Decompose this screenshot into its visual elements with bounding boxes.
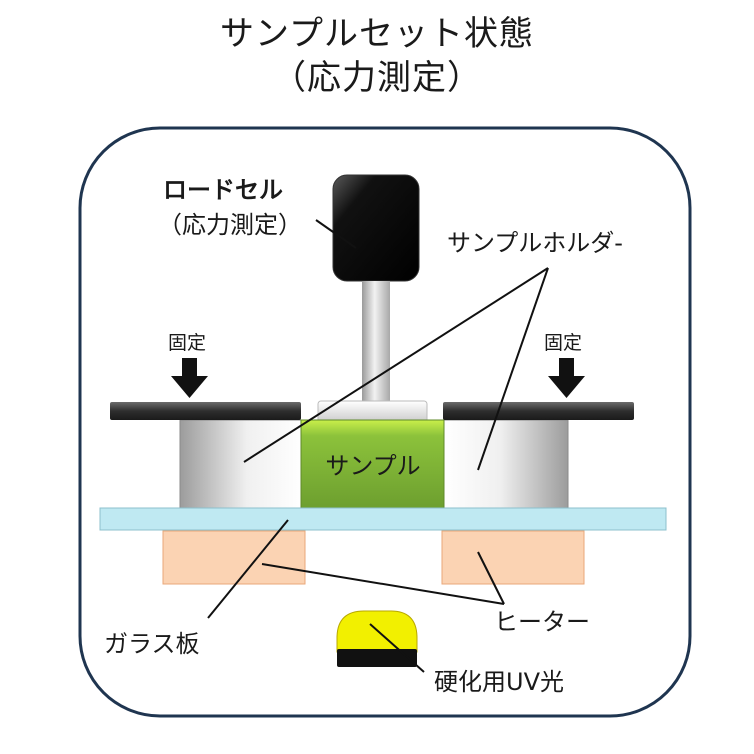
- title-line-1: サンプルセット状態: [220, 14, 534, 54]
- clamp-plate-right: [443, 402, 634, 420]
- sample-holder-right: [443, 419, 569, 509]
- fixed-label-right: 固定: [544, 332, 583, 354]
- heater-label: ヒーター: [494, 608, 590, 636]
- fixed-arrow-right: [548, 358, 585, 398]
- fixed-label-left: 固定: [168, 332, 207, 354]
- heater-right: [441, 530, 585, 585]
- heater-left: [162, 530, 306, 585]
- glass-plate-label: ガラス板: [104, 630, 200, 658]
- load-cell: [332, 174, 420, 282]
- sample-block: [300, 419, 445, 509]
- clamp-plate-left: [110, 402, 301, 420]
- uv-lamp: [336, 610, 418, 667]
- load-cell-label: ロードセル: [163, 176, 283, 204]
- glass-plate: [99, 507, 667, 531]
- fixed-arrow-left: [171, 358, 208, 398]
- load-cell-sublabel: （応力測定）: [158, 211, 302, 239]
- sample-holder-left: [179, 419, 303, 509]
- uv-light-label: 硬化用UV光: [434, 668, 564, 696]
- leader-lines: [207, 219, 549, 673]
- sample-holder-label: サンプルホルダ-: [447, 229, 623, 257]
- sample-label: サンプル: [325, 452, 421, 480]
- title-line-2: （応力測定）: [272, 58, 482, 98]
